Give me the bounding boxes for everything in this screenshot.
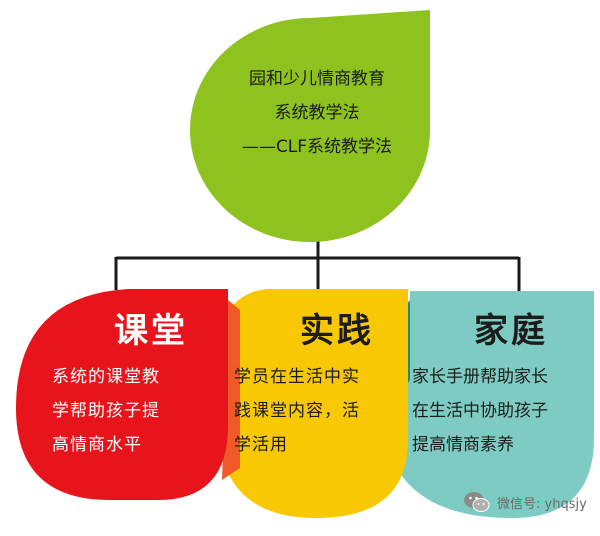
watermark-text: 微信号: yhqsjy [497, 496, 587, 512]
root-title-line-3: ——CLF系统教学法 [241, 137, 393, 157]
card-practice-body-line-1: 学员在生活中实 [234, 367, 360, 387]
card-family-body-line-2: 在生活中协助孩子 [412, 401, 548, 421]
card-practice-title: 实践 [300, 311, 374, 351]
card-practice-body-line-2: 践课堂内容，活 [234, 401, 360, 421]
card-classroom-shape [16, 289, 228, 500]
root-title-line-1: 园和少儿情商教育 [249, 69, 385, 89]
card-family-body-line-1: 家长手册帮助家长 [412, 367, 548, 387]
card-classroom-body-line-1: 系统的课堂教 [52, 367, 160, 387]
wechat-icon [464, 492, 490, 512]
card-practice-body-line-3: 学活用 [234, 435, 288, 455]
card-family-title: 家庭 [474, 311, 548, 351]
card-family-body-line-3: 提高情商素养 [412, 435, 514, 455]
card-classroom-title: 课堂 [114, 311, 188, 351]
card-practice-shape [218, 289, 408, 518]
card-classroom-body-line-2: 学帮助孩子提 [52, 401, 160, 421]
card-classroom-body-line-3: 高情商水平 [52, 435, 142, 455]
wechat-watermark: 微信号: yhqsjy [463, 487, 593, 517]
root-title-line-2: 系统教学法 [274, 103, 360, 123]
card-family-shape [385, 291, 594, 518]
connector-lines [114, 236, 521, 292]
root-leaf-shape [190, 10, 430, 242]
